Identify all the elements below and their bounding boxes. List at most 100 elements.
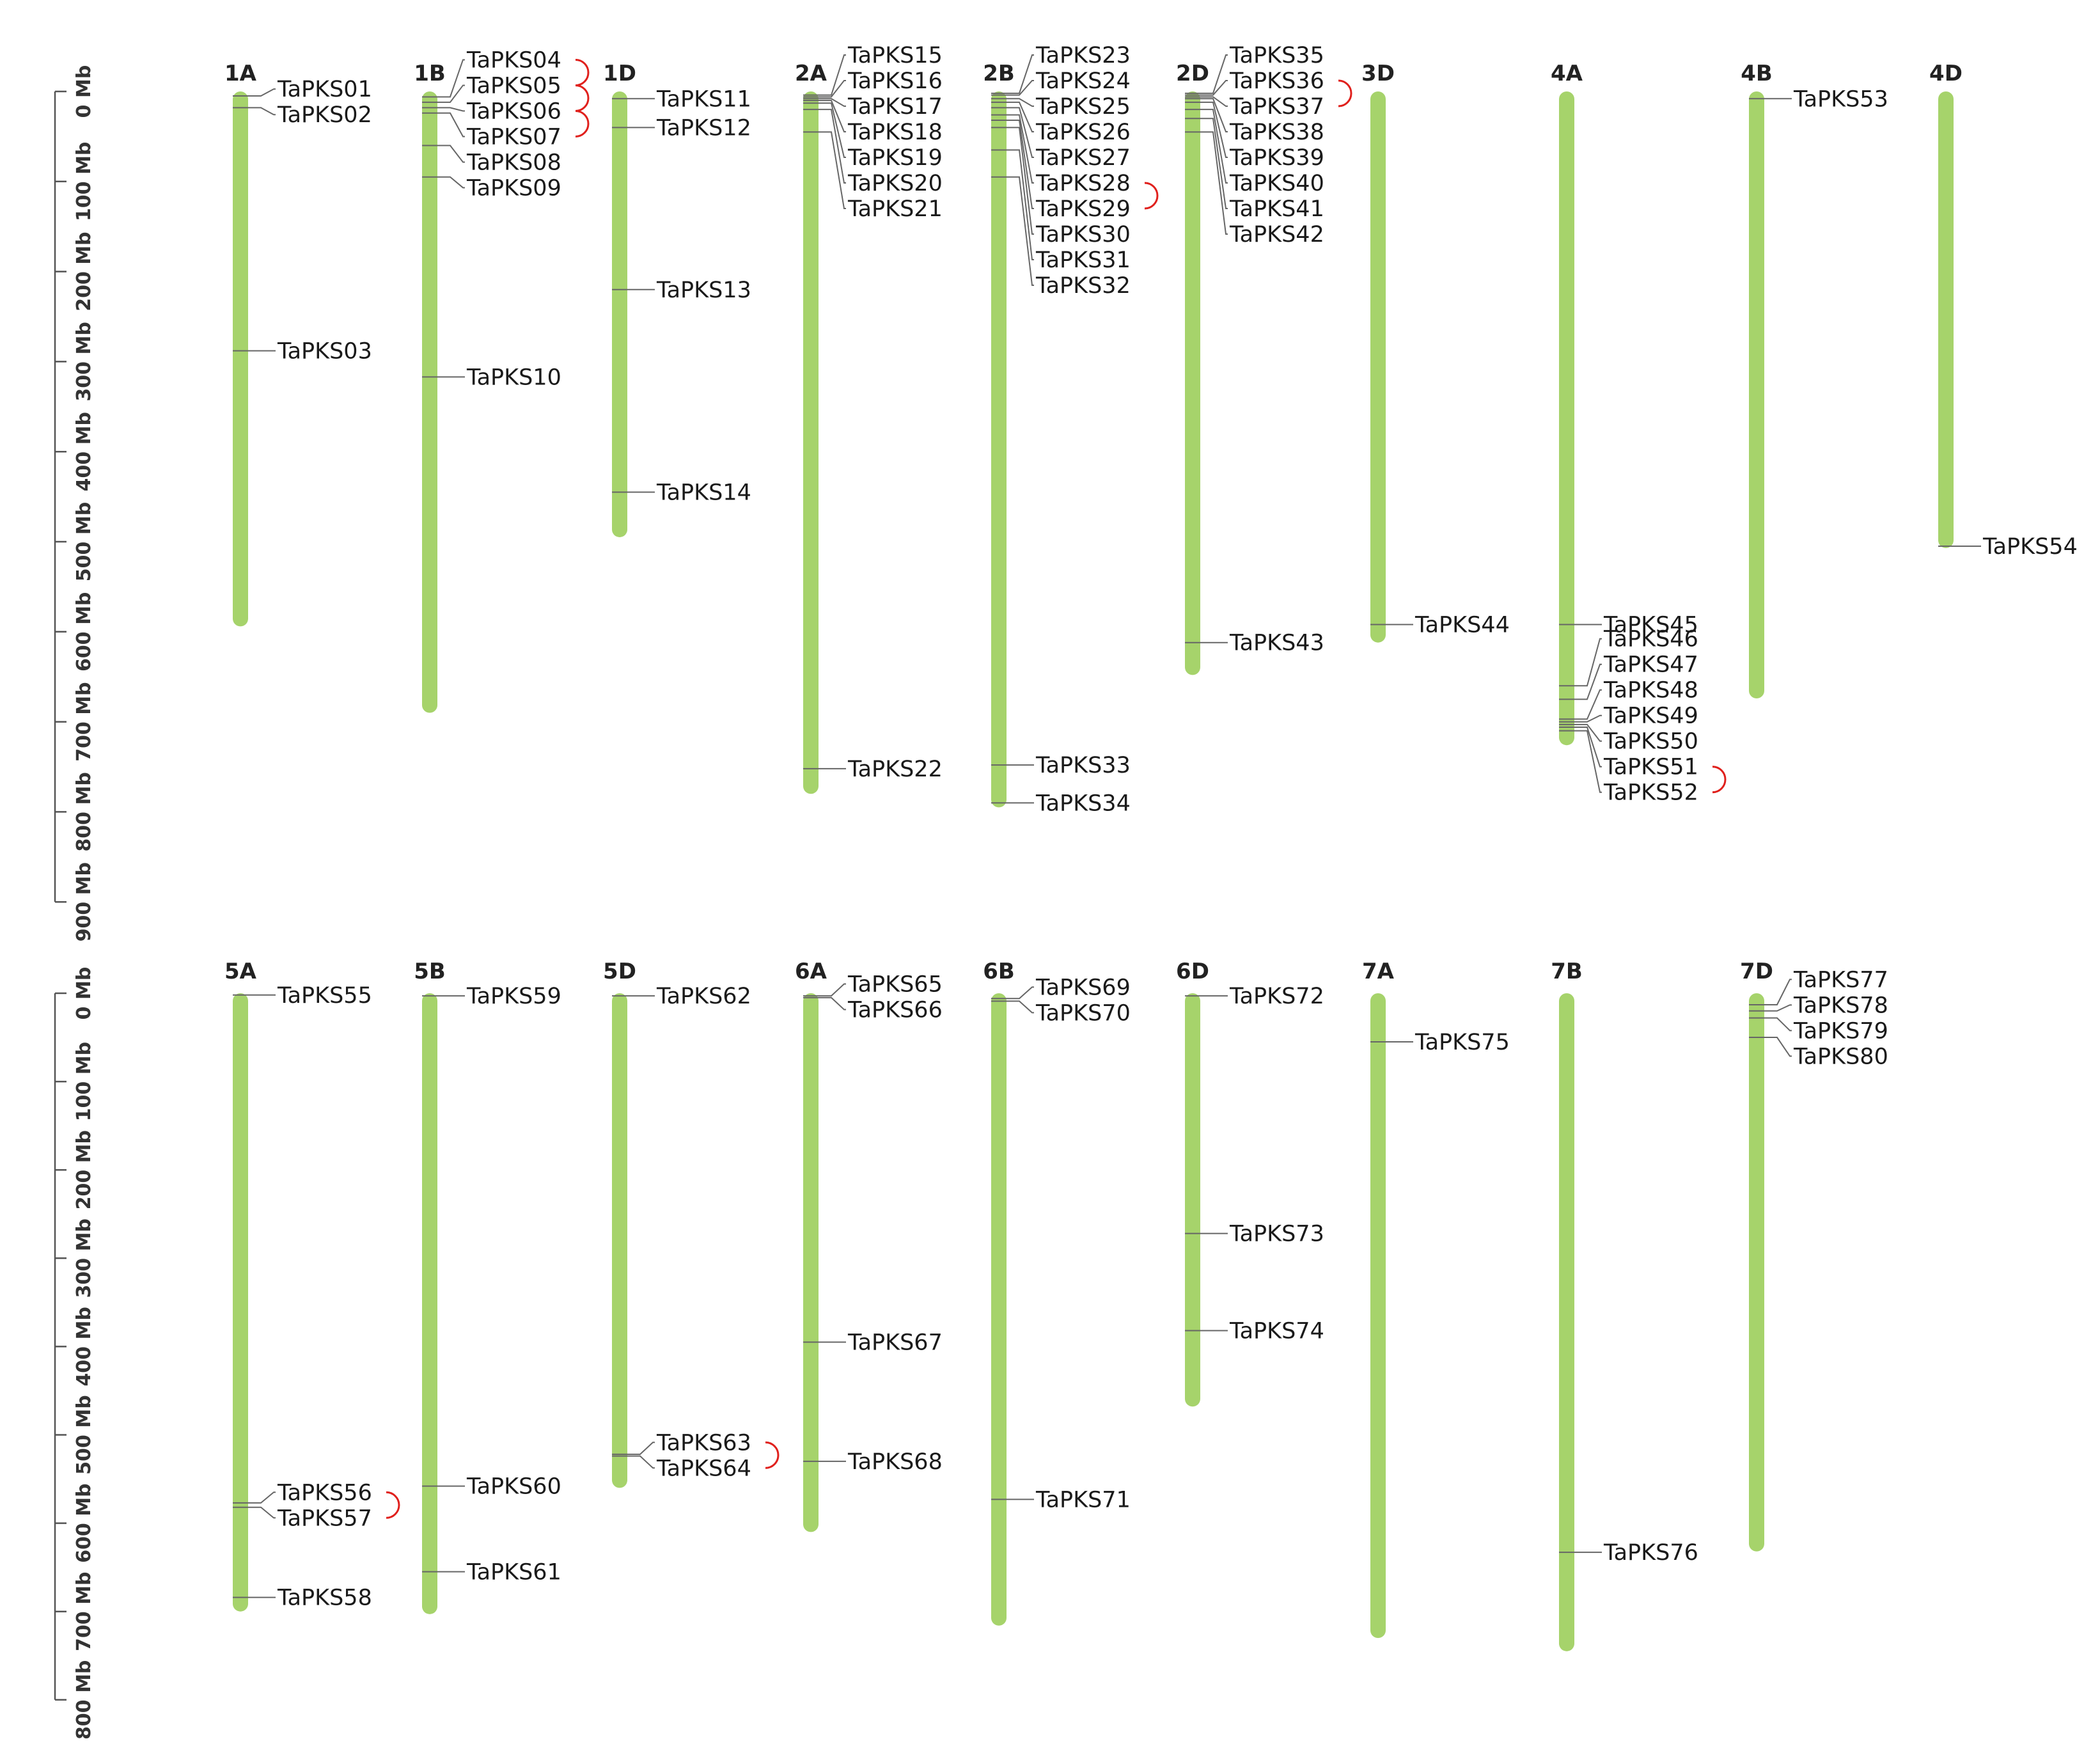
gene-label: TaPKS47 [1603, 652, 1698, 678]
gene-leader-line [422, 59, 465, 98]
chromosome-2D: 2DTaPKS35TaPKS36TaPKS37TaPKS38TaPKS39TaP… [1176, 43, 1324, 675]
chromosome-label: 1B [414, 61, 446, 86]
gene-label: TaPKS23 [1035, 43, 1131, 68]
gene-label: TaPKS65 [847, 972, 943, 998]
chromosome-bar [422, 993, 437, 1614]
gene-label: TaPKS75 [1414, 1030, 1510, 1055]
chromosome-bar [1370, 993, 1386, 1639]
gene-leader-line [991, 176, 1034, 286]
gene-leader-line [1559, 714, 1602, 723]
gene-label: TaPKS49 [1603, 704, 1698, 729]
scale-tick-label: 200 Mb [73, 232, 95, 311]
chromosome-bar [1370, 91, 1386, 643]
scale-tick-label: 100 Mb [73, 1042, 95, 1121]
gene-leader-line [803, 102, 846, 158]
gene-label: TaPKS56 [277, 1480, 372, 1506]
chromosome-bar [233, 91, 248, 627]
gene-leader-line [233, 1506, 276, 1519]
gene-label: TaPKS07 [466, 124, 561, 150]
gene-label: TaPKS21 [847, 196, 943, 222]
gene-label: TaPKS42 [1229, 222, 1324, 248]
chromosome-label: 4A [1551, 61, 1583, 86]
gene-label: TaPKS10 [466, 365, 561, 390]
gene-leader-line [1185, 54, 1228, 94]
gene-label: TaPKS44 [1414, 613, 1510, 638]
gene-label: TaPKS17 [847, 94, 943, 120]
chromosome-label: 6A [795, 959, 827, 984]
gene-label: TaPKS61 [466, 1560, 561, 1585]
chromosome-7A: 7A TaPKS75 [1362, 959, 1510, 1639]
gene-label: TaPKS57 [277, 1506, 372, 1531]
gene-leader-line [612, 1442, 655, 1455]
gene-leader-line [422, 145, 465, 163]
gene-label: TaPKS27 [1035, 145, 1131, 171]
gene-label: TaPKS40 [1229, 171, 1324, 196]
gene-leader-line [991, 80, 1034, 96]
scale-tick-label: 500 Mb [73, 502, 95, 581]
gene-label: TaPKS34 [1035, 791, 1131, 816]
gene-label: TaPKS71 [1035, 1487, 1131, 1513]
chromosome-label: 5B [414, 959, 446, 984]
gene-leader-line [803, 983, 846, 997]
chromosome-label: 2B [983, 61, 1015, 86]
chromosome-label: 6D [1176, 959, 1209, 984]
gene-label: TaPKS58 [277, 1585, 372, 1611]
gene-leader-line [991, 114, 1034, 184]
gene-label: TaPKS16 [847, 68, 943, 94]
gene-label: TaPKS36 [1229, 68, 1324, 94]
gene-leader-line [1749, 1037, 1792, 1057]
scale-tick-label: 900 Mb [73, 862, 95, 941]
gene-label: TaPKS02 [277, 102, 372, 128]
gene-leader-line [991, 54, 1034, 94]
gene-leader-line [1749, 979, 1792, 1005]
chromosome-bar [1749, 993, 1764, 1552]
gene-label: TaPKS32 [1035, 273, 1131, 299]
gene-label: TaPKS33 [1035, 753, 1131, 778]
gene-label: TaPKS03 [277, 339, 372, 365]
gene-label: TaPKS70 [1035, 1000, 1131, 1026]
scale-tick-label: 300 Mb [73, 322, 95, 401]
duplication-arc [575, 109, 590, 138]
chromosome-label: 7A [1362, 959, 1395, 984]
chromosome-label: 4B [1741, 61, 1773, 86]
duplication-arc [386, 1491, 400, 1519]
scale-tick-label: 500 Mb [73, 1395, 95, 1474]
gene-label: TaPKS69 [1035, 975, 1131, 1000]
gene-leader-line [803, 996, 846, 1011]
chromosome-bar [1749, 91, 1764, 698]
gene-leader-line [803, 109, 846, 184]
gene-leader-line [1559, 723, 1602, 742]
gene-leader-line [612, 1455, 655, 1469]
gene-leader-line [991, 101, 1034, 132]
gene-label: TaPKS60 [466, 1474, 561, 1500]
gene-label: TaPKS39 [1229, 145, 1324, 171]
chromosome-bar [1185, 91, 1200, 675]
gene-label: TaPKS48 [1603, 678, 1698, 704]
chromosome-bar [803, 993, 819, 1532]
scale-tick-label: 800 Mb [73, 772, 95, 851]
gene-leader-line [422, 107, 465, 112]
gene-label: TaPKS55 [277, 983, 372, 1009]
gene-label: TaPKS28 [1035, 171, 1131, 196]
gene-label: TaPKS67 [847, 1330, 943, 1355]
tandem-duplication-links [386, 58, 1727, 1519]
gene-label: TaPKS01 [277, 77, 372, 102]
gene-label: TaPKS46 [1603, 627, 1698, 652]
chromosome-bar [991, 91, 1007, 808]
chromosome-bar [1559, 993, 1574, 1651]
chromosome-label: 2A [795, 61, 827, 86]
gene-label: TaPKS50 [1603, 729, 1698, 755]
gene-label: TaPKS18 [847, 120, 943, 145]
chromosome-label: 5A [224, 959, 257, 984]
gene-label: TaPKS78 [1793, 993, 1888, 1018]
scale-tick-label: 200 Mb [73, 1130, 95, 1209]
gene-label: TaPKS13 [656, 278, 751, 303]
